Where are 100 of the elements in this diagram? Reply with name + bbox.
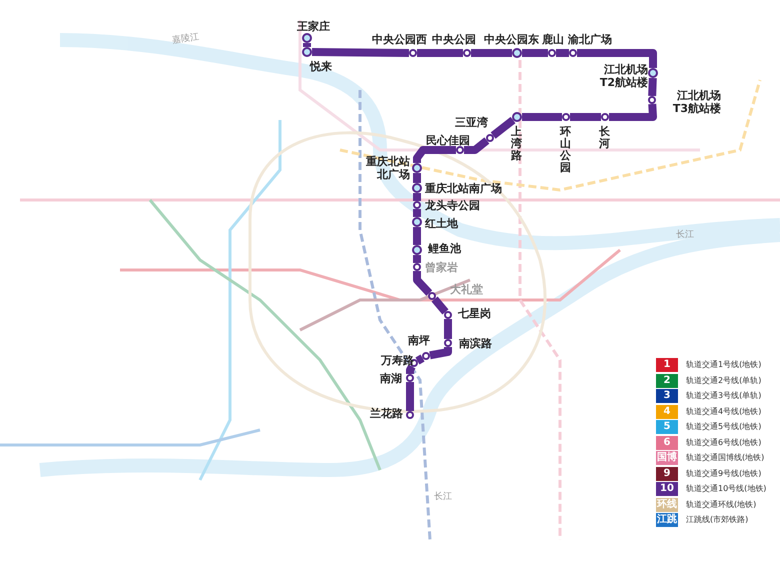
- metro-line: [577, 49, 657, 68]
- legend-text: 轨道交通2号线(单轨): [686, 374, 762, 386]
- metro-line: [522, 113, 562, 121]
- line-badge: 9: [656, 466, 678, 480]
- station-dot: [512, 112, 522, 122]
- line-badge: 国博: [656, 451, 678, 465]
- station-dot: [648, 68, 658, 78]
- station-dot: [562, 113, 570, 121]
- station-name: 红土地: [425, 217, 458, 230]
- line-badge: 10: [656, 482, 678, 496]
- metro-line: [464, 137, 490, 154]
- station-name: 南滨路: [459, 337, 492, 350]
- station-name: 长河: [599, 126, 611, 150]
- metro-line: [312, 48, 410, 57]
- station-name: 龙头寺公园: [425, 199, 480, 212]
- station-dot: [422, 352, 430, 360]
- legend-text: 轨道交通3号线(单轨): [686, 390, 762, 402]
- station-name: 三亚湾: [455, 116, 488, 129]
- line-badge: 5: [656, 420, 678, 434]
- station-name: 中央公园东: [484, 33, 539, 46]
- metro-line: [413, 193, 421, 201]
- river-name: 长江: [676, 228, 694, 241]
- station-name: 鲤鱼池: [428, 242, 461, 255]
- line-badge: 江跳: [656, 513, 678, 527]
- legend-text: 轨道交通国博线(地铁): [686, 452, 764, 464]
- station-dot: [648, 96, 656, 104]
- station-name: 江北机场T2航站楼: [598, 63, 648, 89]
- station-dot: [406, 411, 414, 419]
- station-dot: [413, 263, 421, 271]
- legend-text: 江跳线(市郊铁路): [686, 514, 748, 526]
- station-dot: [444, 311, 452, 319]
- station-dot: [302, 33, 312, 43]
- station-dot: [463, 49, 471, 57]
- station-dot: [409, 49, 417, 57]
- station-name: 悦来: [310, 60, 332, 73]
- station-dot: [601, 113, 609, 121]
- station-name: 渝北广场: [568, 33, 612, 46]
- station-name: 南坪: [408, 334, 430, 347]
- station-name: 上湾路: [511, 126, 523, 162]
- station-dot: [412, 163, 422, 173]
- station-name: 曾家岩: [425, 261, 458, 274]
- station-dot: [412, 217, 422, 227]
- legend-text: 轨道交通10号线(地铁): [686, 483, 766, 495]
- legend-text: 轨道交通9号线(地铁): [686, 468, 762, 480]
- station-dot: [456, 146, 464, 154]
- legend-text: 轨道交通环线(地铁): [686, 498, 756, 510]
- river-name: 嘉陵江: [171, 31, 200, 47]
- metro-line: [413, 227, 421, 245]
- metro-line: [417, 49, 463, 57]
- station-dot: [412, 183, 422, 193]
- station-dot: [486, 134, 494, 142]
- metro-line: [556, 49, 569, 57]
- line-badge: 4: [656, 404, 678, 418]
- station-name: 中央公园西: [372, 33, 427, 46]
- metro-line: [406, 364, 416, 374]
- legend-text: 轨道交通5号线(地铁): [686, 421, 762, 433]
- station-dot: [428, 292, 436, 300]
- station-name: 重庆北站南广场: [425, 182, 502, 195]
- legend-text: 轨道交通1号线(地铁): [686, 359, 762, 371]
- station-dot: [302, 47, 312, 57]
- station-name: 兰花路: [370, 407, 403, 420]
- station-dot: [548, 49, 556, 57]
- line-badge: 2: [656, 374, 678, 388]
- metro-line: [413, 255, 421, 263]
- metro-line: [648, 78, 657, 96]
- metro-line: [490, 116, 516, 139]
- metro-line: [303, 43, 311, 47]
- station-name: 重庆北站北广场: [365, 155, 410, 181]
- line-badge: 1: [656, 358, 678, 372]
- station-name: 环山公园: [560, 126, 572, 174]
- station-dot: [444, 339, 452, 347]
- station-name: 中央公园: [432, 33, 476, 46]
- metro-line: [471, 49, 512, 57]
- line-badge: 3: [656, 389, 678, 403]
- station-dot: [406, 374, 414, 382]
- station-dot: [412, 245, 422, 255]
- station-dot: [569, 49, 577, 57]
- line-badge: 环线: [656, 498, 678, 512]
- station-name: 南湖: [380, 372, 402, 385]
- station-name: 万寿路: [381, 354, 414, 367]
- metro-line: [413, 209, 421, 217]
- metro-line: [413, 146, 456, 163]
- legend-text: 轨道交通6号线(地铁): [686, 436, 762, 448]
- metro-line: [432, 296, 448, 315]
- line-badge: 6: [656, 436, 678, 450]
- station-name: 江北机场T3航站楼: [672, 89, 721, 115]
- legend-text: 轨道交通4号线(地铁): [686, 406, 762, 418]
- station-name: 鹿山: [542, 33, 564, 46]
- metro-line: [413, 271, 432, 296]
- metro-line: [570, 113, 601, 121]
- metro-line: [609, 104, 657, 121]
- river-name: 长江: [434, 490, 452, 503]
- station-name: 王家庄: [297, 20, 330, 33]
- metro-line: [415, 354, 425, 364]
- station-dot: [512, 48, 522, 58]
- metro-line: [429, 347, 452, 360]
- station-dot: [413, 201, 421, 209]
- metro-line: [522, 49, 548, 57]
- station-name: 七星岗: [458, 307, 491, 320]
- metro-line: [406, 382, 414, 411]
